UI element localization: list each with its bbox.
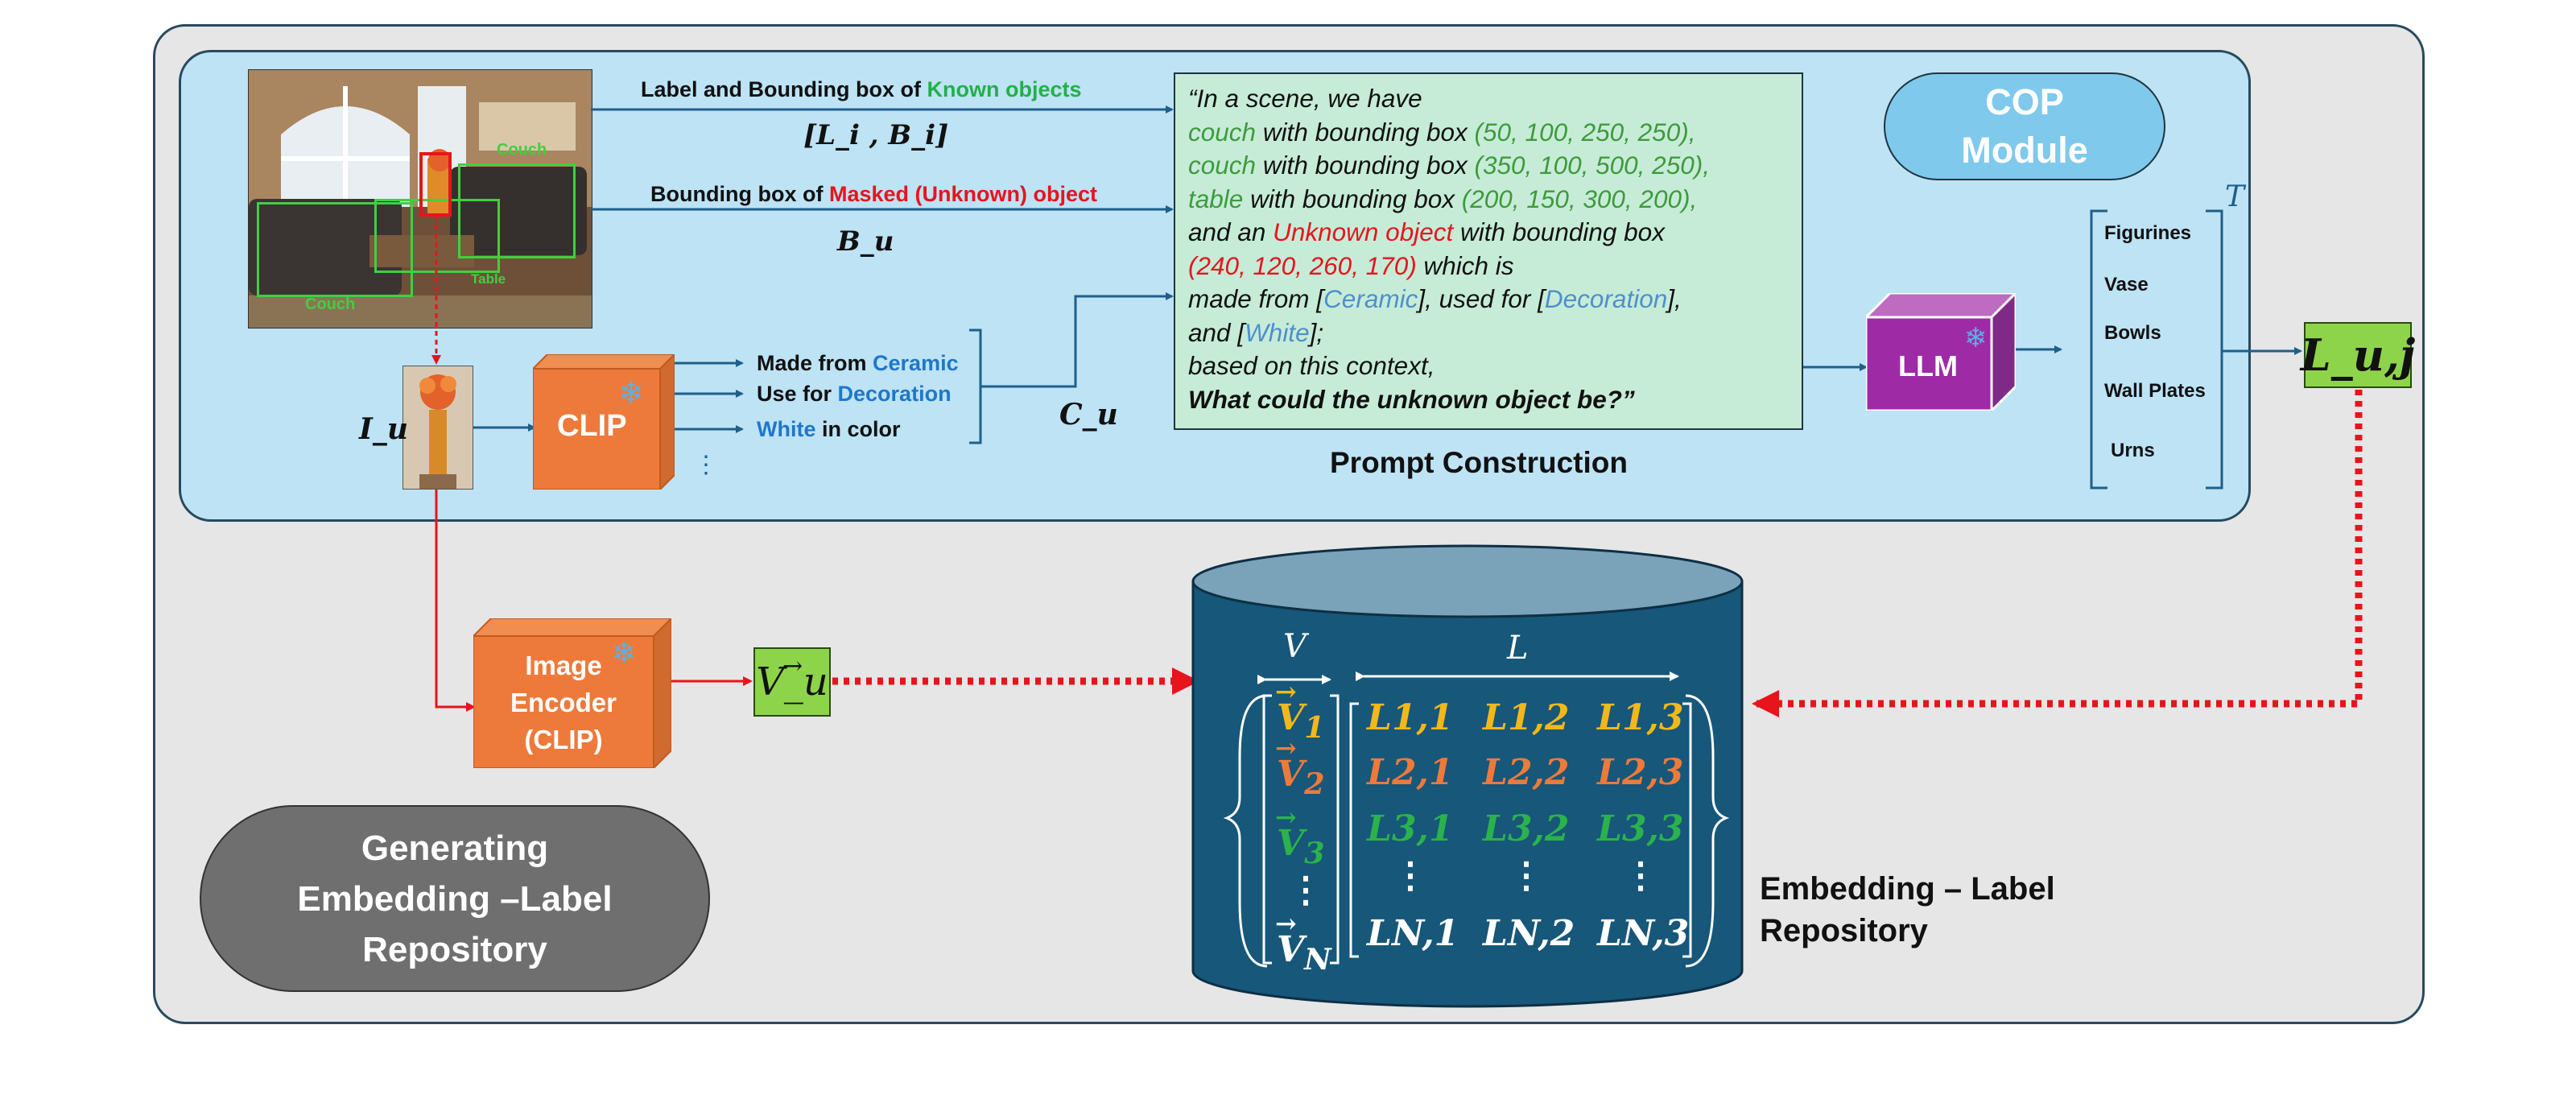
known-objects-label: Label and Bounding box of Known objects: [641, 77, 1082, 101]
scene-drawing: [249, 70, 592, 328]
t-label: T: [2225, 180, 2245, 213]
repo-cell-2-1: L2,1: [1367, 752, 1454, 793]
prompt-line-9: based on this context,: [1188, 351, 1435, 380]
crop-label: I_u: [359, 412, 409, 446]
label-couch-bottom: Couch: [305, 295, 356, 313]
prompt-line-1: “In a scene, we have: [1188, 84, 1422, 113]
crop-image: [402, 366, 473, 490]
prompt-line-2: couch with bounding box (50, 100, 250, 2…: [1188, 117, 1696, 147]
vu-box: → V_u: [753, 647, 831, 717]
llm-output-figurines: Figurines: [2104, 222, 2192, 244]
feature-color: White in color: [757, 417, 901, 441]
llm-output-urns: Urns: [2111, 440, 2155, 461]
clip-cube: [530, 352, 677, 492]
vase-drawing: [403, 366, 473, 489]
known-objects-highlight: Known objects: [927, 77, 1082, 101]
scene-image: Couch Couch Table: [248, 69, 592, 328]
repo-cell-dots-2: ⋮: [1509, 855, 1544, 896]
llm-cube: [1863, 290, 2019, 414]
bbox-masked: [419, 152, 452, 217]
repo-vector-3: →V3: [1275, 802, 1325, 870]
feature-usage: Use for Decoration: [757, 382, 952, 406]
prompt-line-5: and an Unknown object with bounding box: [1188, 217, 1665, 246]
repo-cell-dots-1: ⋮: [1393, 855, 1428, 896]
masked-object-math: B_u: [837, 225, 894, 258]
cop-module-badge: COP Module: [1884, 72, 2165, 180]
prompt-line-8: and [White];: [1188, 317, 1324, 347]
feature-dots: ⋮: [694, 452, 718, 478]
repo-vector-2: →V2: [1275, 733, 1325, 801]
repo-l-header: L: [1507, 630, 1529, 667]
repo-cell-3-3: L3,3: [1597, 808, 1684, 849]
repo-vector-dots: ⋮: [1288, 870, 1323, 911]
prompt-line-7: made from [Ceramic], used for [Decoratio…: [1188, 284, 1682, 313]
prompt-line-4: table with bounding box (200, 150, 300, …: [1188, 184, 1698, 213]
repo-cell-2-3: L2,3: [1597, 752, 1684, 793]
label-couch-top: Couch: [497, 141, 547, 159]
repo-cell-1-3: L1,3: [1597, 697, 1684, 738]
image-encoder-text: Image Encoder (CLIP): [510, 651, 617, 754]
repo-cell-1-1: L1,1: [1367, 697, 1454, 738]
bbox-couch-bottom: [257, 202, 413, 297]
repo-vector-1: →V1: [1275, 676, 1325, 745]
repo-cell-1-2: L1,2: [1483, 697, 1570, 738]
llm-snowflake-icon: ❄: [1964, 323, 1988, 353]
repo-cell-n-2: LN,2: [1483, 913, 1575, 954]
image-encoder-snowflake-icon: ❄: [612, 636, 637, 669]
repo-cell-2-2: L2,2: [1483, 752, 1570, 793]
prompt-caption: Prompt Construction: [1330, 446, 1628, 479]
repo-cell-n-1: LN,1: [1367, 913, 1459, 954]
bbox-couch-top: [458, 163, 576, 258]
clip-snowflake-icon: ❄: [618, 377, 644, 411]
prompt-box: “In a scene, we have couch with bounding…: [1174, 72, 1803, 430]
llm-label: LLM: [1898, 349, 1958, 382]
cu-label: C_u: [1059, 398, 1118, 432]
feature-material: Made from Ceramic: [757, 351, 959, 375]
repo-cell-3-1: L3,1: [1367, 808, 1454, 849]
repository-caption: Embedding – Label Repository: [1760, 871, 2055, 948]
image-encoder-block: Image Encoder (CLIP) ❄: [471, 616, 674, 771]
repository-cylinder: [1191, 544, 1744, 1008]
repo-cell-3-2: L3,2: [1483, 808, 1570, 849]
repo-cell-n-3: LN,3: [1597, 913, 1690, 954]
repo-cell-dots-3: ⋮: [1623, 855, 1658, 896]
repo-v-header: V: [1283, 628, 1307, 665]
masked-object-highlight: Masked (Unknown) object: [828, 182, 1097, 206]
repo-vector-n: →VN: [1275, 908, 1331, 977]
luj-box: L_u,j: [2301, 322, 2415, 388]
prompt-line-10: What could the unknown object be?”: [1188, 384, 1635, 414]
image-encoder-cube: [471, 616, 674, 771]
generating-repository-badge: Generating Embedding –Label Repository: [200, 805, 710, 992]
llm-output-wall-plates: Wall Plates: [2104, 380, 2206, 402]
prompt-line-3: couch with bounding box (350, 100, 500, …: [1188, 151, 1710, 180]
llm-block: LLM ❄: [1863, 290, 2019, 414]
label-table: Table: [471, 271, 506, 287]
known-objects-math: [L_i , B_i]: [803, 119, 949, 151]
llm-output-vase: Vase: [2104, 274, 2149, 295]
prompt-line-6: (240, 120, 260, 170) which is: [1188, 250, 1514, 280]
clip-block: CLIP ❄: [530, 352, 677, 492]
vector-arrow-icon: →: [782, 652, 803, 680]
llm-output-bowls: Bowls: [2104, 322, 2161, 344]
clip-label: CLIP: [557, 409, 627, 443]
masked-object-label: Bounding box of Masked (Unknown) object: [650, 182, 1097, 206]
